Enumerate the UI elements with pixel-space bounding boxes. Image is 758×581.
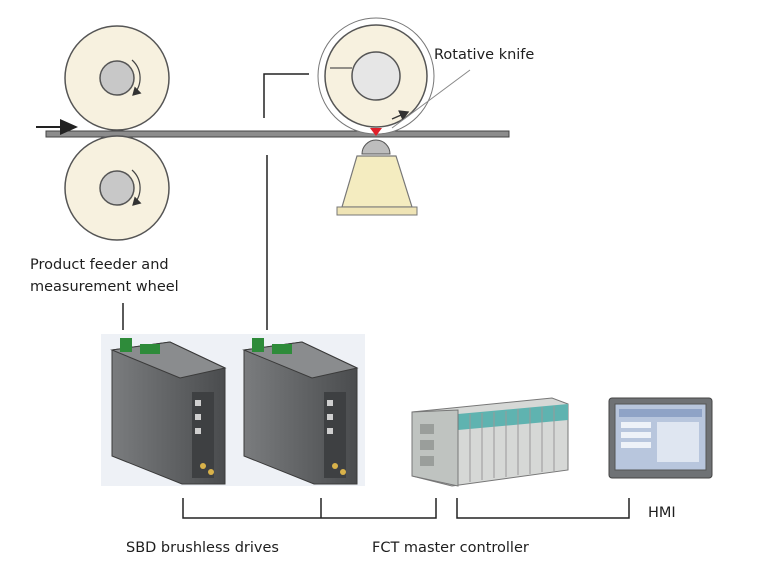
master-controller	[411, 397, 569, 487]
hmi-bus-cable	[456, 498, 630, 519]
servo-drive-1	[101, 334, 233, 486]
feeder-label-line1: Product feeder and	[30, 257, 169, 273]
knife-label-leader	[391, 69, 471, 129]
knife-anvil	[336, 139, 418, 216]
product-strip	[45, 130, 510, 138]
hmi-label: HMI	[648, 505, 676, 521]
feeder-label-line2: measurement wheel	[30, 279, 179, 295]
feeder-roller-top	[64, 25, 170, 131]
knife-drive-cable	[263, 73, 309, 330]
rotative-knife	[317, 17, 435, 136]
rotative-knife-label: Rotative knife	[434, 47, 535, 63]
servo-drive-2	[233, 334, 365, 486]
feeder-roller-bottom	[64, 135, 170, 241]
drive-bus-cable	[182, 498, 437, 519]
controller-label: FCT master controller	[372, 540, 529, 556]
drives-label: SBD brushless drives	[126, 540, 279, 556]
hmi-panel	[608, 397, 713, 479]
